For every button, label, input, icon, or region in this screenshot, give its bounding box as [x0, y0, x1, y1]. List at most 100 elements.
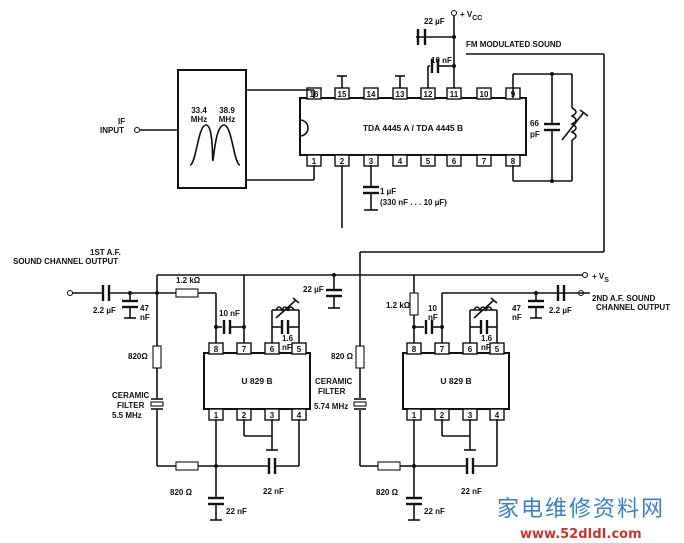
- svg-text:22 nF: 22 nF: [263, 487, 284, 496]
- tda4445-top-pin-4: [420, 87, 436, 100]
- fm-modulated-sound-label: FM MODULATED SOUND: [466, 40, 562, 49]
- tunable-inductor-left: [275, 306, 295, 312]
- svg-text:MHz: MHz: [219, 115, 235, 124]
- u829b-left-bottom-pin-label-1: 2: [242, 411, 247, 420]
- tda4445-top-pin-label-3: 13: [396, 90, 405, 99]
- svg-text:MHz: MHz: [191, 115, 207, 124]
- svg-text:820 Ω: 820 Ω: [170, 488, 193, 497]
- svg-text:2.2 µF: 2.2 µF: [93, 306, 116, 315]
- sound-output-2-label: 2ND A.F. SOUND: [592, 294, 655, 303]
- tda4445-top-pin-6: [476, 87, 492, 100]
- tda4445-top-pin-label-5: 11: [450, 90, 459, 99]
- u829b-right-top-pin-label-1: 7: [440, 345, 445, 354]
- ic-u829b-right: [402, 352, 510, 410]
- svg-text:pF: pF: [530, 130, 540, 139]
- svg-text:nF: nF: [512, 313, 522, 322]
- if-filter-block: [177, 69, 247, 189]
- svg-text:22 nF: 22 nF: [226, 507, 247, 516]
- svg-text:820 Ω: 820 Ω: [331, 352, 354, 361]
- tunable-inductor-right: [473, 306, 493, 312]
- tda4445-bottom-pin-label-2: 3: [369, 157, 374, 166]
- svg-text:22 nF: 22 nF: [461, 487, 482, 496]
- tda4445-top-pin-1: [334, 87, 350, 100]
- svg-text:1.2 kΩ: 1.2 kΩ: [386, 301, 411, 310]
- svg-text:47: 47: [140, 304, 149, 313]
- svg-text:FILTER: FILTER: [117, 401, 145, 410]
- tda4445-top-pin-label-6: 10: [480, 90, 489, 99]
- tda4445-top-pin-label-4: 12: [424, 90, 433, 99]
- if-input-label: IF: [118, 117, 125, 126]
- resistor-820-bottom-right: [377, 461, 401, 471]
- svg-text:INPUT: INPUT: [100, 126, 124, 135]
- svg-text:(330 nF . . . 10 µF): (330 nF . . . 10 µF): [380, 198, 447, 207]
- watermark-url: www.52dIdI.com: [520, 527, 642, 542]
- svg-text:38.9: 38.9: [219, 106, 235, 115]
- tda4445-bottom-pin-4: [420, 154, 436, 167]
- tda4445-bottom-pin-label-3: 4: [398, 157, 403, 166]
- svg-text:nF: nF: [428, 313, 438, 322]
- vcc-terminal: [450, 9, 458, 17]
- ic-u829b-left-label: U 829 B: [241, 376, 272, 386]
- vs-terminal: [581, 271, 589, 279]
- tda4445-top-pin-5: [446, 87, 462, 100]
- svg-text:66: 66: [530, 119, 539, 128]
- u829b-right-bottom-pin-label-1: 2: [440, 411, 445, 420]
- svg-text:22 nF: 22 nF: [424, 507, 445, 516]
- u829b-left-top-pin-label-2: 6: [270, 345, 275, 354]
- vs-label: + VS: [592, 272, 609, 284]
- u829b-left-bottom-pin-label-0: 1: [214, 411, 219, 420]
- ceramic-filter-left-label: CERAMIC: [112, 391, 150, 400]
- ic-u829b-left: [203, 352, 311, 410]
- u829b-right-top-pin-label-3: 5: [495, 345, 500, 354]
- tda4445-top-pin-label-1: 15: [338, 90, 347, 99]
- tda4445-bottom-pin-label-7: 8: [511, 157, 516, 166]
- svg-text:33.4: 33.4: [191, 106, 207, 115]
- u829b-left-top-pin-label-3: 5: [297, 345, 302, 354]
- svg-text:5.74 MHz: 5.74 MHz: [314, 402, 348, 411]
- resistor-820-mid: [355, 345, 365, 369]
- ceramic-filter-right-label: CERAMIC: [315, 377, 353, 386]
- watermark-chinese: 家电维修资料网: [497, 497, 665, 522]
- cap-22uf-mid-label: 22 µF: [303, 285, 324, 294]
- svg-text:2.2 µF: 2.2 µF: [549, 306, 572, 315]
- svg-text:10 nF: 10 nF: [219, 309, 240, 318]
- svg-text:CHANNEL OUTPUT: CHANNEL OUTPUT: [596, 303, 670, 312]
- u829b-right-bottom-pin-label-2: 3: [468, 411, 473, 420]
- u829b-left-top-pin-label-1: 7: [242, 345, 247, 354]
- svg-text:820Ω: 820Ω: [128, 352, 148, 361]
- tda4445-top-pin-2: [363, 87, 379, 100]
- svg-text:820 Ω: 820 Ω: [376, 488, 399, 497]
- vcc-label: + VCC: [460, 10, 482, 22]
- tda4445-bottom-pin-label-4: 5: [426, 157, 431, 166]
- resistor-1k2-right: [409, 292, 419, 316]
- u829b-right-top-pin-label-2: 6: [468, 345, 473, 354]
- svg-text:nF: nF: [140, 313, 150, 322]
- tda4445-top-pin-label-2: 14: [367, 90, 376, 99]
- u829b-right-bottom-pin-label-0: 1: [412, 411, 417, 420]
- tda4445-bottom-pin-label-0: 1: [312, 157, 317, 166]
- u829b-left-bottom-pin-label-2: 3: [270, 411, 275, 420]
- tda4445-bottom-pin-label-5: 6: [452, 157, 457, 166]
- tda4445-top-pin-3: [392, 87, 408, 100]
- u829b-left-top-pin-label-0: 8: [214, 345, 219, 354]
- sound-output-2-terminal: [577, 289, 585, 297]
- u829b-left-bottom-pin-label-3: 4: [297, 411, 302, 420]
- tda4445-bottom-pin-label-6: 7: [482, 157, 487, 166]
- u829b-right-bottom-pin-label-3: 4: [495, 411, 500, 420]
- tda4445-bottom-pin-5: [446, 154, 462, 167]
- svg-text:10: 10: [428, 304, 437, 313]
- cap-22uf-vcc-label: 22 µF: [424, 17, 445, 26]
- svg-text:FILTER: FILTER: [318, 387, 346, 396]
- resistor-820-left: [152, 345, 162, 369]
- ic-tda4445: [299, 97, 527, 156]
- cap-10nf-top-label: 10 nF: [431, 56, 452, 65]
- tda4445-bottom-pin-label-1: 2: [340, 157, 345, 166]
- svg-text:nF: nF: [481, 343, 491, 352]
- tunable-inductor-top: [570, 107, 577, 141]
- svg-text:SOUND CHANNEL OUTPUT: SOUND CHANNEL OUTPUT: [13, 257, 118, 266]
- u829b-right-top-pin-label-0: 8: [412, 345, 417, 354]
- sound-output-1-label: 1ST A.F.: [90, 248, 121, 257]
- tda4445-bottom-pin-6: [476, 154, 492, 167]
- svg-text:nF: nF: [282, 343, 292, 352]
- resistor-1k2-left: [175, 288, 199, 298]
